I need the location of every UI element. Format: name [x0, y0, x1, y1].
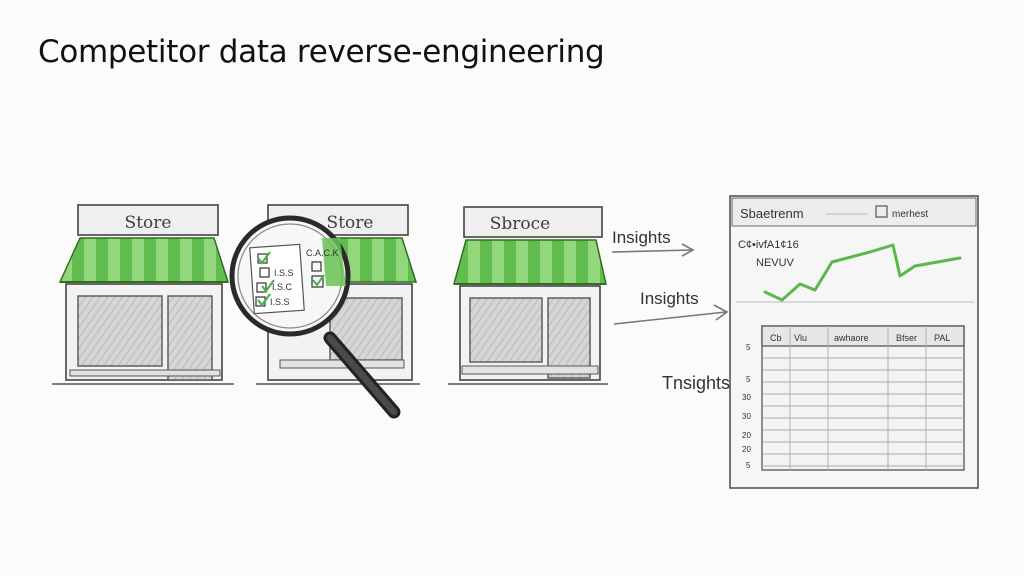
page-title: Competitor data reverse-engineering: [38, 34, 605, 70]
store-1-door: [167, 295, 213, 381]
dashboard-table: Cb Vlu awhaore Bfser PAL 5 5 30 30 20 20…: [742, 325, 965, 471]
store-1-awning: [58, 237, 230, 283]
store-3: Sbroce: [448, 206, 608, 385]
store-3-window: [469, 297, 543, 363]
store-2-sign: Store: [327, 213, 374, 233]
dashboard-checkbox: [875, 205, 888, 218]
row-label: 5: [746, 343, 751, 352]
check-icon: [257, 251, 271, 265]
check-icon: [257, 293, 271, 307]
check-icon: [312, 274, 325, 287]
checklist-item: I.S.S: [270, 297, 290, 307]
arrow-icon: [713, 304, 729, 321]
checklist-item: I.S.S: [274, 268, 294, 278]
row-label: 5: [746, 375, 751, 384]
store-3-door: [547, 297, 591, 379]
table-header: PAL: [934, 333, 950, 343]
insight-arrow-2: Insights: [613, 289, 729, 325]
table-header: awhaore: [834, 333, 869, 343]
store-3-sign: Sbroce: [490, 214, 550, 234]
dashboard-window: Sbaetrenm merhest C¢•ivfA1¢16 NEVUV Cb V…: [729, 195, 979, 489]
store-3-awning: [453, 239, 607, 285]
row-label: 20: [742, 445, 751, 454]
checklist-item: I.S.C: [272, 282, 293, 292]
arrow-icon: [681, 243, 695, 257]
row-label: 30: [742, 412, 751, 421]
magnifying-glass-icon: C.A.C.K I.S.S I.S.C I.S.S: [229, 215, 401, 419]
table-header: Bfser: [896, 333, 917, 343]
checklist-header: C.A.C.K: [306, 248, 339, 258]
row-label: 30: [742, 393, 751, 402]
dashboard-header-right: merhest: [892, 209, 928, 220]
insight-label-2: Insights: [640, 289, 699, 308]
store-1-window: [77, 295, 163, 367]
row-label: 5: [746, 461, 751, 470]
dashboard-line-chart: C¢•ivfA1¢16 NEVUV: [736, 239, 974, 303]
table-header: Cb: [770, 333, 782, 343]
chart-label-2: NEVUV: [756, 257, 795, 269]
row-label: 20: [742, 431, 751, 440]
dashboard-title: Sbaetrenm: [740, 206, 804, 221]
store-1-sign: Store: [125, 213, 172, 233]
store-1: Store: [52, 204, 234, 385]
table-header: Vlu: [794, 333, 807, 343]
trend-line: [763, 243, 962, 302]
checklist: C.A.C.K I.S.S I.S.C I.S.S: [255, 248, 339, 307]
insight-label-1: Insights: [612, 228, 671, 247]
chart-label-1: C¢•ivfA1¢16: [738, 239, 799, 251]
check-icon: [261, 279, 275, 293]
insight-label-3: Tnsights: [662, 373, 730, 393]
insight-arrow-1: Insights: [611, 228, 695, 257]
